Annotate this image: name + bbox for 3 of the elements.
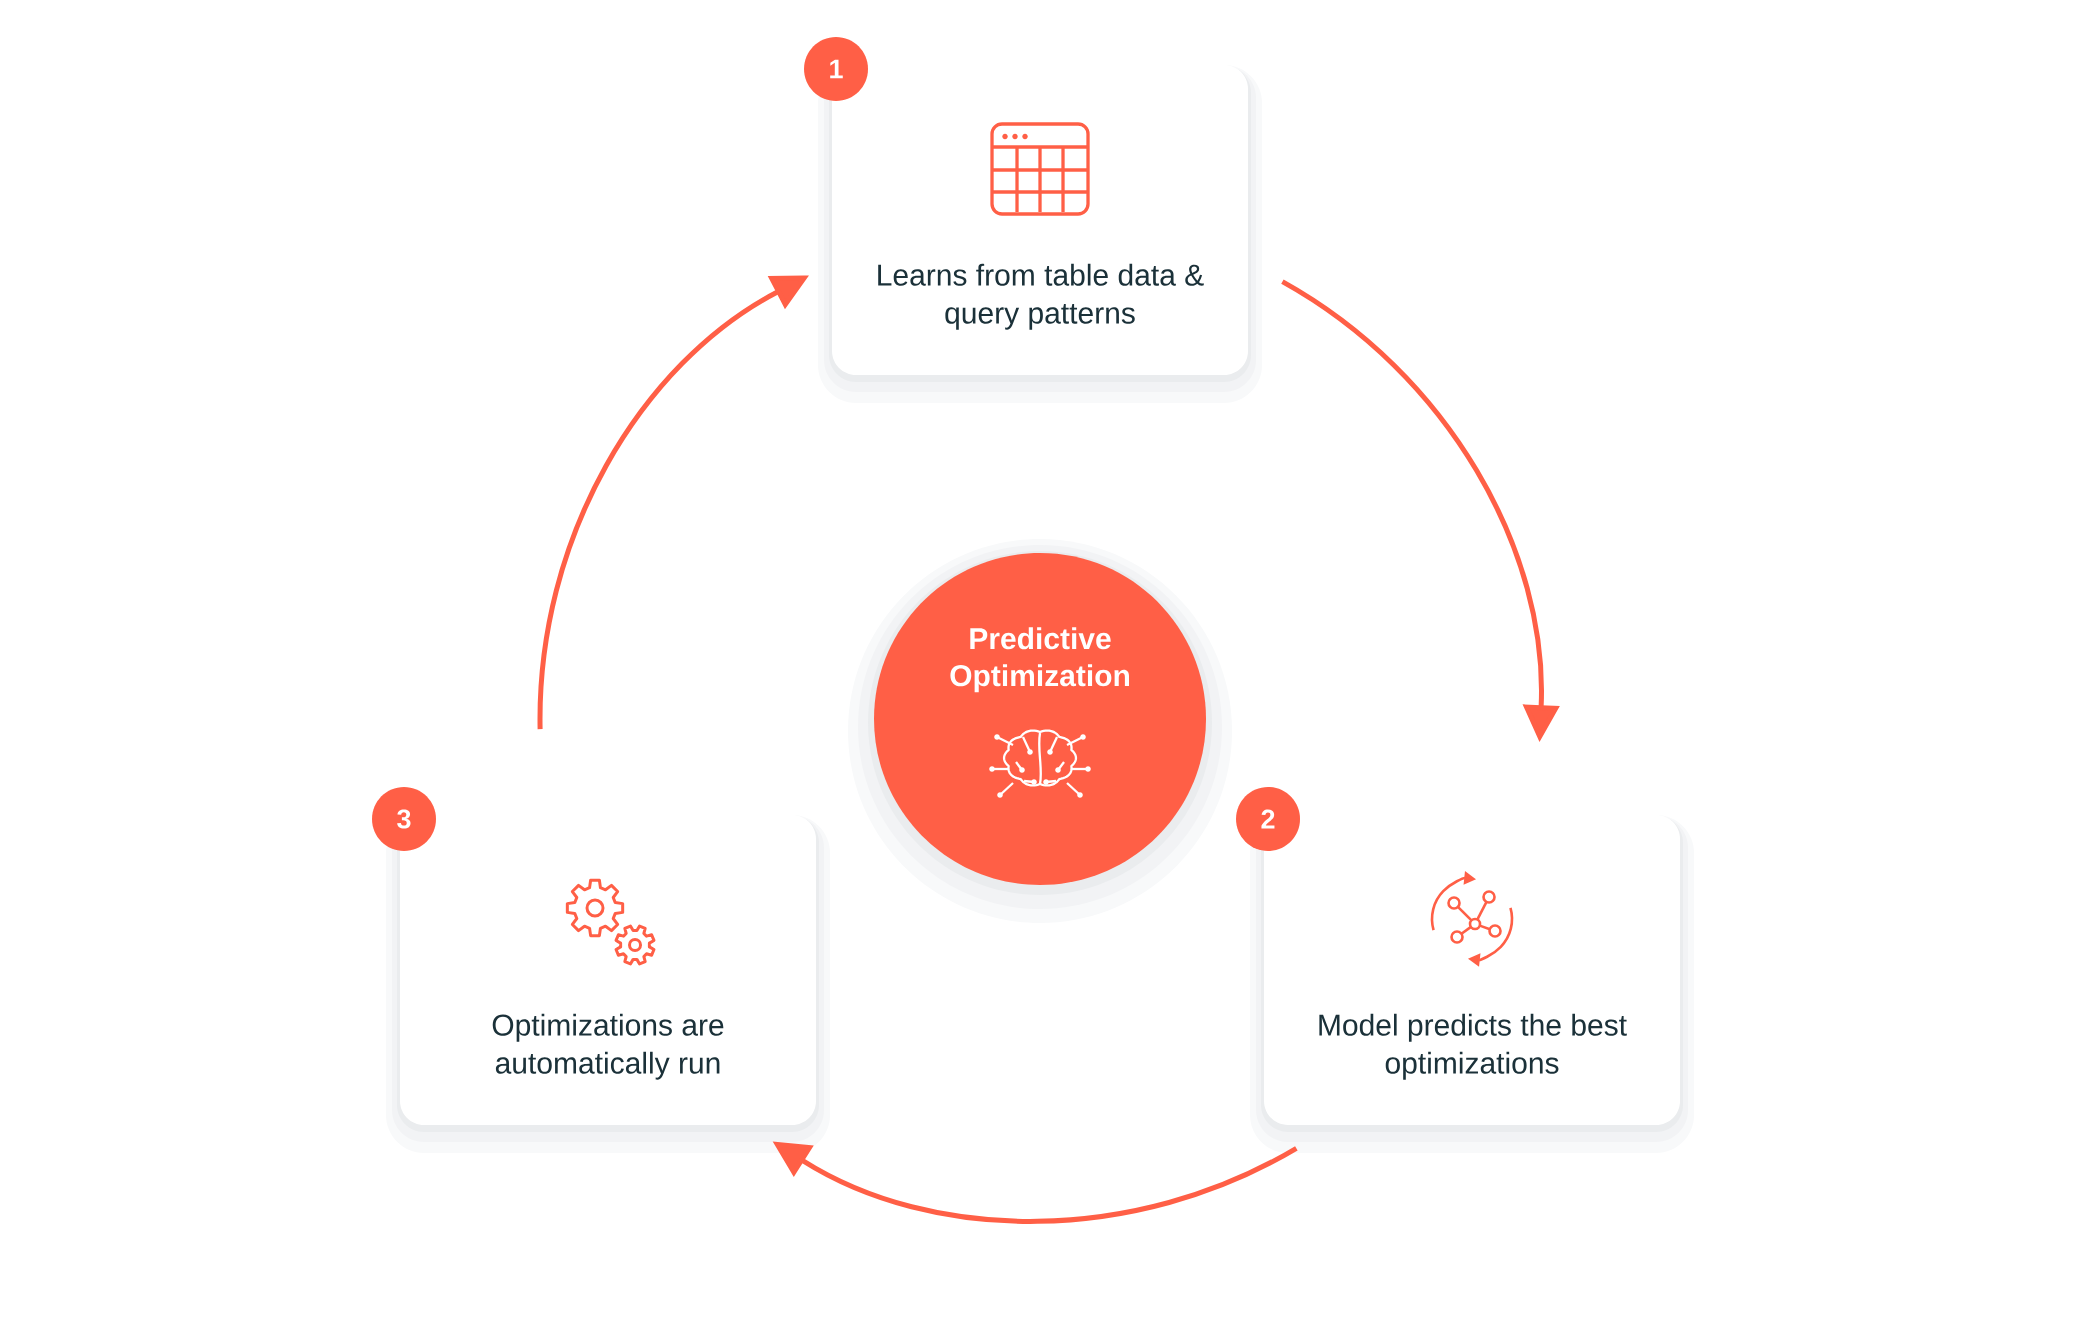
step-number: 2 — [1236, 787, 1300, 851]
step-number: 1 — [804, 37, 868, 101]
step-number: 3 — [372, 787, 436, 851]
